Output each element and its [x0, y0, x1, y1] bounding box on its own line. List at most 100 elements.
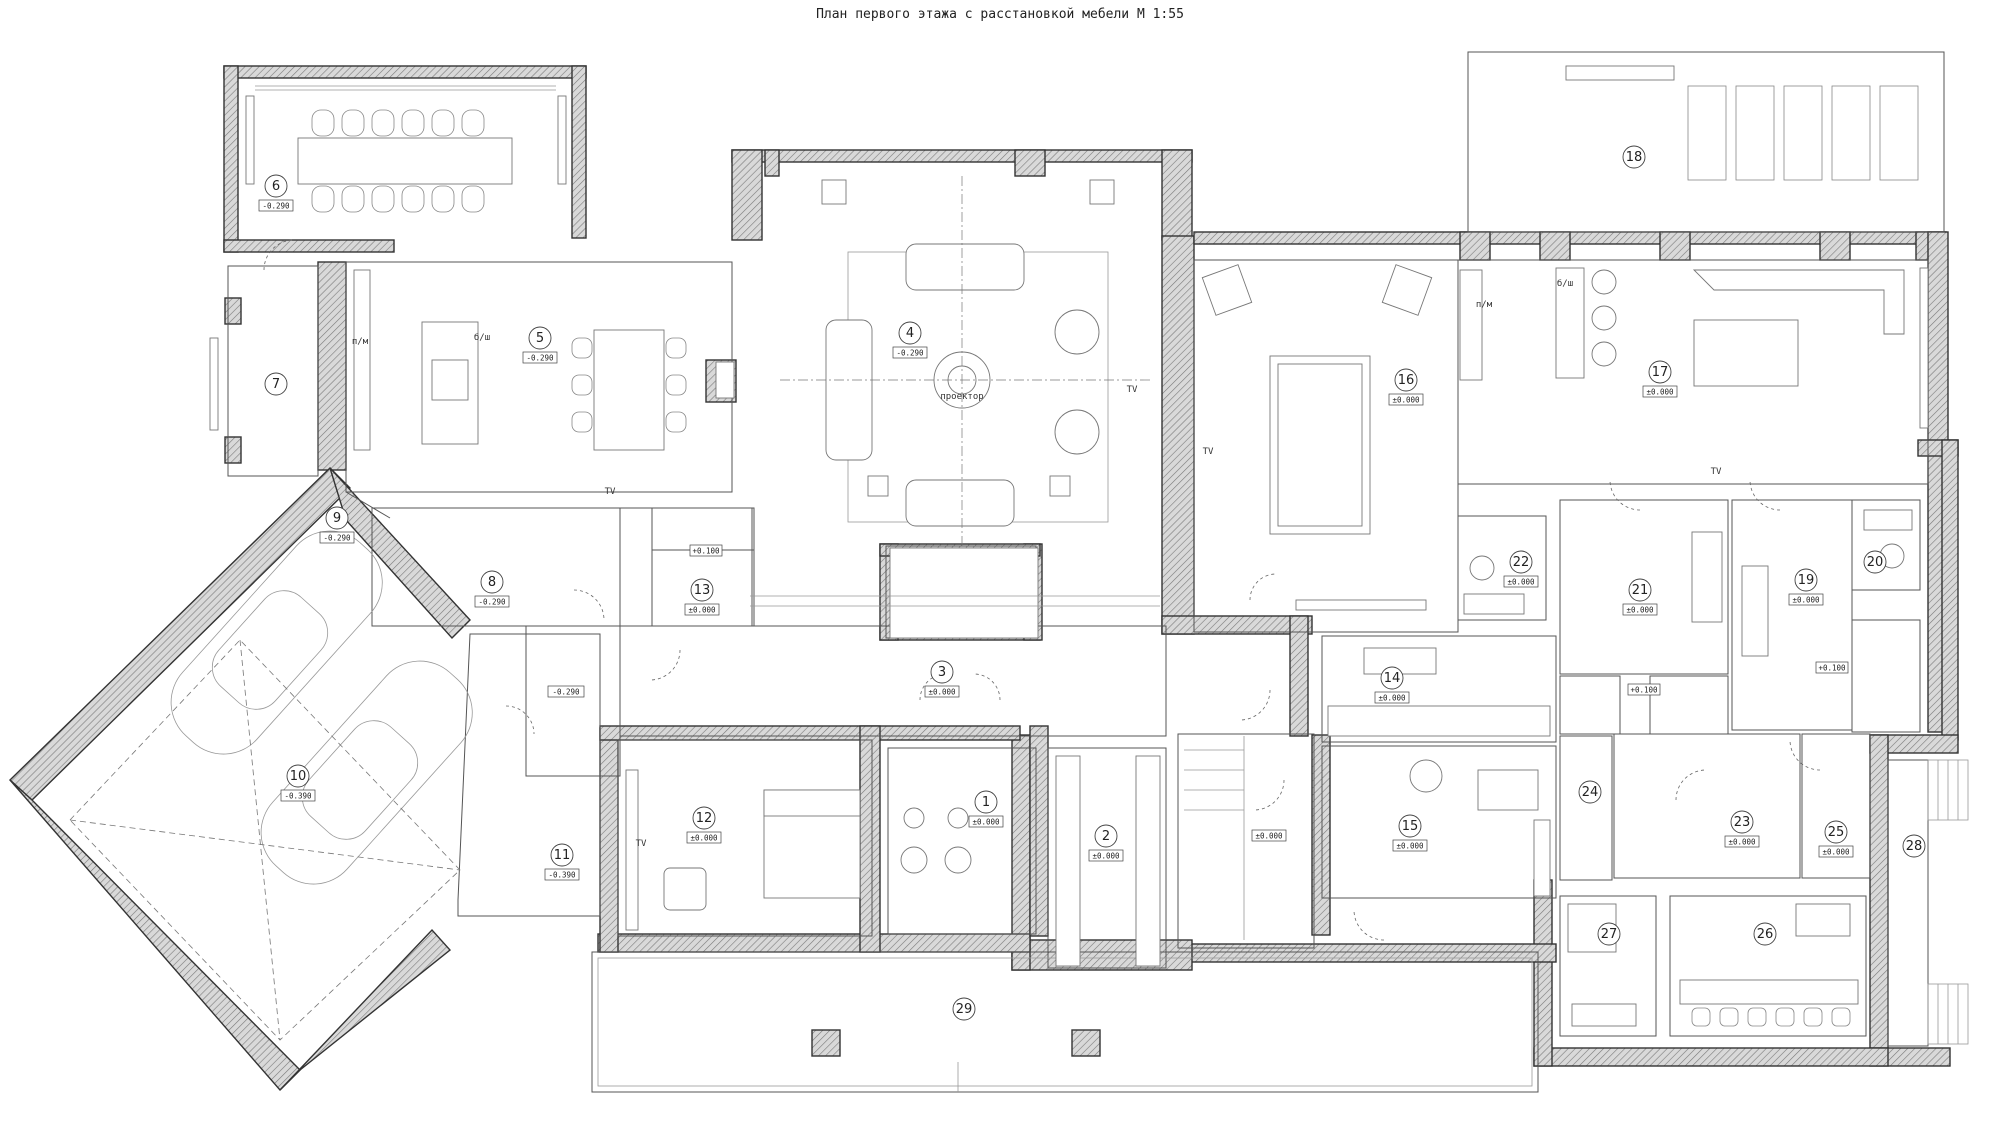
room-level: -0.290: [896, 349, 924, 358]
room-number-circle: [690, 578, 714, 602]
room-level-box: [1788, 593, 1824, 606]
room-number-circle: [1622, 145, 1646, 169]
room-level: -0.290: [478, 598, 506, 607]
bsh-label-kitchen: б/ш: [474, 332, 490, 343]
room-level: ±0.000: [1507, 578, 1535, 587]
room-level-box: [1503, 575, 1539, 588]
room-number-circle: [286, 764, 310, 788]
room-level-box: [1088, 849, 1124, 862]
room-number-circle: [1753, 922, 1777, 946]
room-number: 27: [1601, 927, 1618, 942]
room-level-box: [1374, 691, 1410, 704]
room-number: 16: [1398, 373, 1415, 388]
room-level-box: [1622, 603, 1658, 616]
room-level-box: [684, 603, 720, 616]
room-number: 17: [1652, 365, 1669, 380]
room-number-circle: [1628, 578, 1652, 602]
room-number-circle: [1380, 666, 1404, 690]
room-number-circle: [528, 326, 552, 350]
room-level: ±0.000: [1646, 388, 1674, 397]
room-number: 15: [1402, 819, 1419, 834]
room-number-circle: [1394, 368, 1418, 392]
room-number-circle: [1824, 820, 1848, 844]
room-number-circle: [1648, 360, 1672, 384]
room-number: 13: [694, 583, 711, 598]
room-number-circle: [264, 372, 288, 396]
room-level: ±0.000: [1378, 694, 1406, 703]
pm-label-kitchen: п/м: [352, 337, 369, 347]
room-number: 6: [272, 179, 280, 194]
room-number: 12: [696, 811, 713, 826]
room-number-circle: [898, 321, 922, 345]
room-number-circle: [930, 660, 954, 684]
room-number: 1: [982, 795, 990, 810]
level-stair: ±0.000: [1255, 832, 1283, 841]
interior-partitions: [209, 51, 1945, 1093]
room-number: 23: [1734, 815, 1751, 830]
room-level-box: [924, 685, 960, 698]
projector-label: проектор: [940, 392, 983, 402]
room-level-box: [1724, 835, 1760, 848]
room-level: ±0.000: [1822, 848, 1850, 857]
room-number: 22: [1513, 555, 1530, 570]
tv-label-living: TV: [1127, 385, 1138, 395]
room-number: 8: [488, 575, 496, 590]
room-number-circle: [1509, 550, 1533, 574]
room-level: ±0.000: [1396, 842, 1424, 851]
bsh-label-17: б/ш: [1557, 278, 1573, 289]
room-number-circle: [1794, 568, 1818, 592]
room-number: 20: [1867, 555, 1884, 570]
room-level: -0.290: [526, 354, 554, 363]
extra-levels: -0.290 +0.100 ±0.000 +0.100 +0.100: [547, 544, 1849, 842]
room-number: 5: [536, 331, 544, 346]
room-number-circle: [1597, 922, 1621, 946]
room-level: ±0.000: [1092, 852, 1120, 861]
furniture: [69, 65, 1969, 1092]
room-level-box: [1818, 845, 1854, 858]
room-level-box: [892, 346, 928, 359]
room-number-circle: [1398, 814, 1422, 838]
room-level: -0.290: [323, 534, 351, 543]
room-number-circle: [550, 843, 574, 867]
room-level: ±0.000: [1392, 396, 1420, 405]
room-level: -0.390: [548, 871, 576, 880]
room-number-circle: [1578, 780, 1602, 804]
room-number: 19: [1798, 573, 1815, 588]
room-number: 11: [554, 848, 571, 863]
room-number-circle: [264, 174, 288, 198]
room-number-circle: [1863, 550, 1887, 574]
misc-labels: TV TV TV TV TV проектор б/ш б/ш п/м п/м: [352, 278, 1722, 849]
room-level-box: [1642, 385, 1678, 398]
room-level-box: [319, 531, 355, 544]
level-bath-21a: +0.100: [1630, 686, 1658, 695]
pm-label-17: п/м: [1476, 300, 1493, 310]
room-number-circle: [480, 570, 504, 594]
room-number-circle: [1902, 834, 1926, 858]
room-number: 14: [1384, 671, 1401, 686]
room-number: 3: [938, 665, 946, 680]
room-number: 18: [1626, 150, 1643, 165]
tv-label-bedroom: TV: [636, 839, 647, 849]
room-level-box: [686, 831, 722, 844]
room-number-circle: [692, 806, 716, 830]
room-level: ±0.000: [690, 834, 718, 843]
room-labels: 1±0.0002±0.0003±0.0004-0.2905-0.2906-0.2…: [258, 145, 1926, 1021]
room-level-box: [544, 868, 580, 881]
room-number: 2: [1102, 829, 1110, 844]
room-number: 10: [290, 769, 307, 784]
room-level-box: [1388, 393, 1424, 406]
room-number-circle: [974, 790, 998, 814]
room-number: 24: [1582, 785, 1599, 800]
room-level-box: [968, 815, 1004, 828]
room-level-box: [1392, 839, 1428, 852]
room-level-box: [280, 789, 316, 802]
room-level-box: [474, 595, 510, 608]
room-level: ±0.000: [1626, 606, 1654, 615]
room-level: ±0.000: [1728, 838, 1756, 847]
plan-title: План первого этажа с расстановкой мебели…: [816, 7, 1184, 22]
room-level: ±0.000: [688, 606, 716, 615]
room-number: 28: [1906, 839, 1923, 854]
room-number: 7: [272, 377, 280, 392]
tv-label-kitchen: TV: [605, 487, 616, 497]
